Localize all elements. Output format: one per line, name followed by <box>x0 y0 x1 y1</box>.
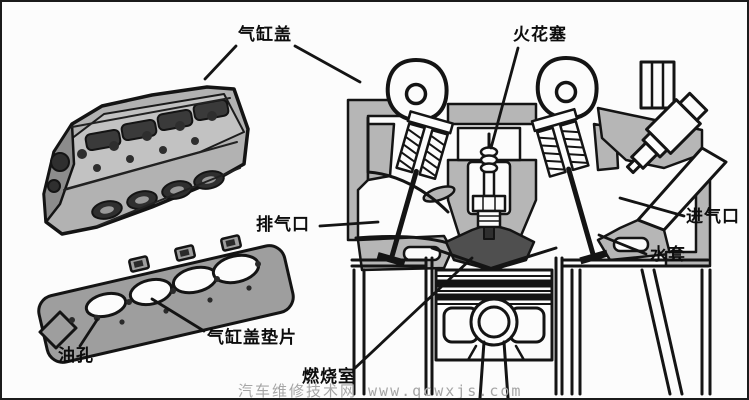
label-exhaust-port: 排气口 <box>256 215 310 235</box>
exhaust-port-passage <box>366 116 450 214</box>
leader-lines <box>78 44 686 371</box>
exhaust-valve-assembly <box>376 110 455 267</box>
head-gasket-drawing <box>37 234 295 364</box>
label-intake-port: 进气口 <box>686 207 740 227</box>
leader-head-gasket <box>150 297 206 333</box>
leader-water-jacket <box>597 233 648 256</box>
label-spark-plug: 火花塞 <box>513 25 567 45</box>
label-water-jacket: 水套 <box>650 245 686 265</box>
label-head-gasket: 气缸盖垫片 <box>207 328 297 348</box>
leader-oil-hole <box>78 318 99 348</box>
leader-spark-plug <box>489 46 520 150</box>
watermark-text: 汽车维修技术网 www.qcwxjs.com <box>238 382 523 400</box>
engine-cross-section-drawing <box>346 56 728 398</box>
label-oil-hole: 油孔 <box>58 346 94 366</box>
leader-cylinder-head-right <box>293 44 362 84</box>
intake-valve-assembly <box>530 107 609 265</box>
connecting-rod <box>478 340 486 398</box>
label-cylinder-head: 气缸盖 <box>238 25 292 45</box>
label-combustion-chamber: 燃烧室 <box>302 367 356 387</box>
spark-plug-drawing <box>471 132 507 240</box>
leader-cylinder-head-left <box>203 44 238 81</box>
piston-drawing <box>434 268 554 398</box>
leader-exhaust-port <box>318 220 380 228</box>
leader-intake-port <box>618 196 686 218</box>
fuel-injector-drawing <box>625 60 709 175</box>
leader-combustion-chamber <box>352 256 474 371</box>
cylinder-head-drawing <box>42 85 250 236</box>
